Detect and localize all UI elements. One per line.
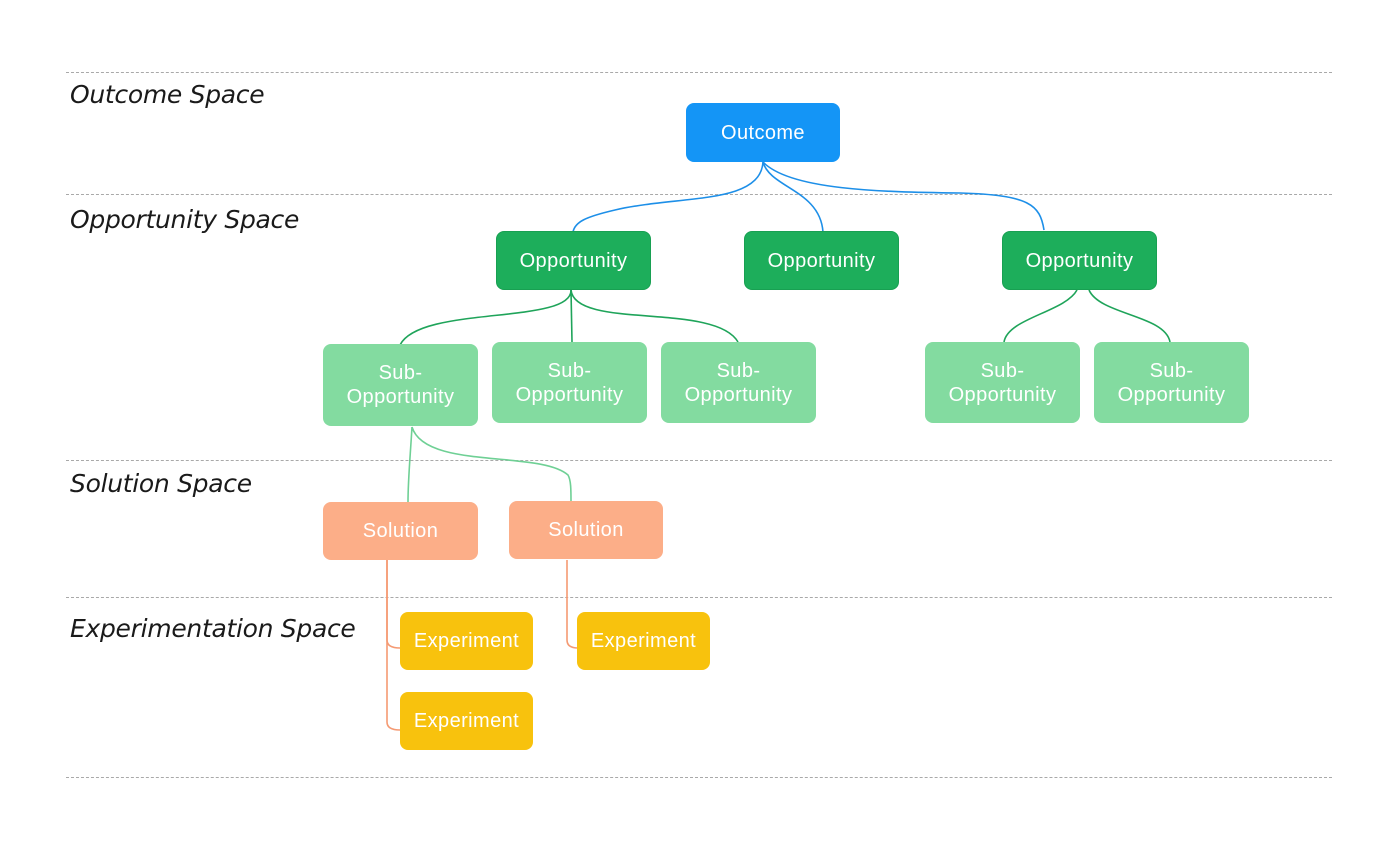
connector-opportunity-sub-3 xyxy=(570,289,739,343)
connector-outcome-opportunity-3 xyxy=(762,161,1045,231)
node-label: Opportunity xyxy=(767,249,876,272)
connector-outcome-opportunity-1 xyxy=(572,161,764,233)
experimentation-space-label: Experimentation Space xyxy=(70,614,356,643)
opportunity-node[interactable]: Opportunity xyxy=(496,231,651,290)
sub-opportunity-node[interactable]: Sub- Opportunity xyxy=(1094,342,1249,423)
experiment-node[interactable]: Experiment xyxy=(400,612,533,670)
node-label: Solution xyxy=(548,519,624,541)
opportunity-space-label: Opportunity Space xyxy=(70,205,300,234)
node-label: Opportunity xyxy=(519,249,628,272)
node-label: Outcome xyxy=(721,121,805,144)
divider xyxy=(66,72,1332,73)
connector-opportunity-sub-5 xyxy=(1088,289,1171,343)
node-label: Experiment xyxy=(590,630,697,652)
sub-opportunity-node[interactable]: Sub- Opportunity xyxy=(492,342,647,423)
outcome-node[interactable]: Outcome xyxy=(686,103,840,162)
node-label: Experiment xyxy=(413,630,520,652)
experiment-node[interactable]: Experiment xyxy=(577,612,710,670)
divider xyxy=(66,460,1332,461)
solution-space-label: Solution Space xyxy=(70,469,252,498)
node-label: Sub- Opportunity xyxy=(346,362,455,408)
connector-solution-experiment-3 xyxy=(566,560,579,649)
outcome-space-label: Outcome Space xyxy=(70,80,265,109)
solution-node[interactable]: Solution xyxy=(509,501,663,559)
divider xyxy=(66,777,1332,778)
connector-solution-experiment-1 xyxy=(386,560,401,649)
node-label: Sub- Opportunity xyxy=(1117,359,1226,406)
sub-opportunity-node[interactable]: Sub- Opportunity xyxy=(661,342,816,423)
node-label: Sub- Opportunity xyxy=(515,359,624,406)
connector-sub-solution-1 xyxy=(407,426,413,503)
node-label: Solution xyxy=(362,520,439,542)
connector-outcome-opportunity-2 xyxy=(762,161,824,233)
node-label: Opportunity xyxy=(1025,249,1134,272)
connector-opportunity-sub-4 xyxy=(1003,289,1078,343)
divider xyxy=(66,597,1332,598)
opportunity-node[interactable]: Opportunity xyxy=(744,231,899,290)
divider xyxy=(66,194,1332,195)
connector-sub-solution-2 xyxy=(411,426,572,503)
connector-solution-experiment-2 xyxy=(386,560,401,731)
node-label: Experiment xyxy=(413,710,520,732)
sub-opportunity-node[interactable]: Sub- Opportunity xyxy=(925,342,1080,423)
sub-opportunity-node[interactable]: Sub- Opportunity xyxy=(323,344,478,426)
connector-opportunity-sub-2 xyxy=(570,289,573,343)
node-label: Sub- Opportunity xyxy=(684,359,793,406)
node-label: Sub- Opportunity xyxy=(948,359,1057,406)
experiment-node[interactable]: Experiment xyxy=(400,692,533,750)
connector-opportunity-sub-1 xyxy=(399,289,572,346)
solution-node[interactable]: Solution xyxy=(323,502,478,560)
opportunity-node[interactable]: Opportunity xyxy=(1002,231,1157,290)
